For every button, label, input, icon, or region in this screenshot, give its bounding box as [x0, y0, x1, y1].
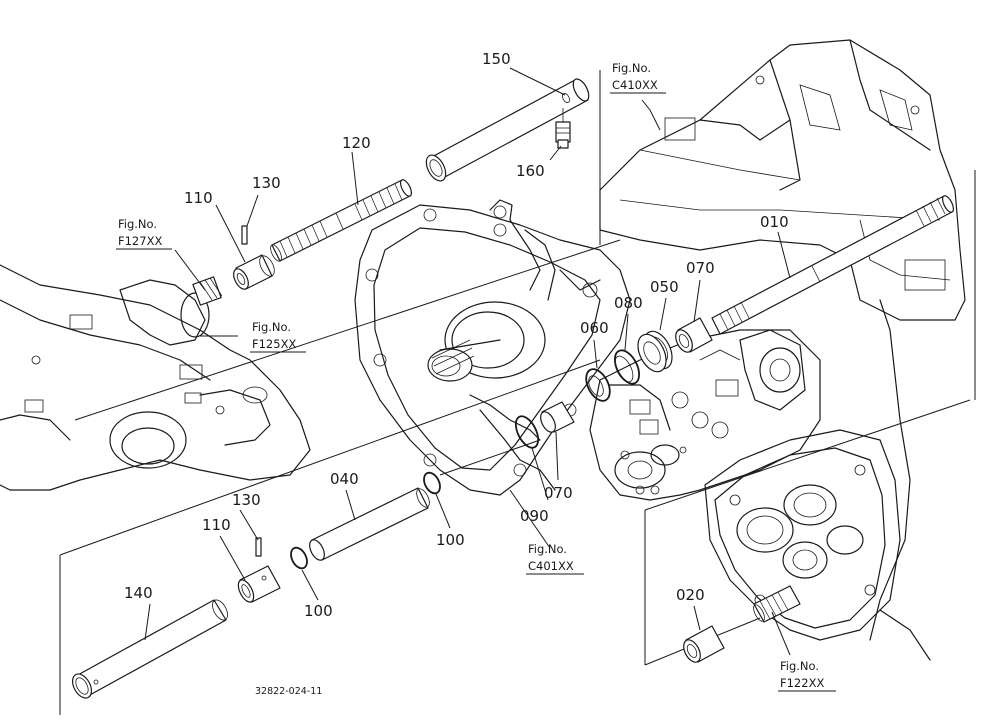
fig-code: F122XX — [780, 676, 824, 690]
label-130-top: 130 — [252, 174, 281, 192]
part-060-collar — [585, 368, 611, 402]
label-020: 020 — [676, 586, 705, 604]
part-140-tube — [71, 599, 228, 699]
label-040: 040 — [330, 470, 359, 488]
part-110-coupling-lower — [237, 565, 281, 603]
splined-stub — [753, 585, 801, 623]
label-160: 160 — [516, 162, 545, 180]
part-120-shaft — [270, 179, 413, 262]
label-110-lower: 110 — [202, 516, 231, 534]
label-150: 150 — [482, 50, 511, 68]
fig-code: C401XX — [528, 559, 574, 573]
front-housing — [704, 429, 931, 661]
drawing-code: 32822-024-11 — [255, 686, 322, 697]
part-130-pin-lower — [255, 537, 262, 557]
part-010-shaft — [711, 195, 955, 335]
label-100-left: 100 — [304, 602, 333, 620]
fig-ref-f122: Fig.No. F122XX — [778, 659, 836, 692]
part-040-pipe — [309, 487, 430, 561]
label-070-upper: 070 — [686, 259, 715, 277]
fig-label: Fig.No. — [612, 61, 651, 75]
fig-code: F125XX — [252, 337, 296, 351]
label-050: 050 — [650, 278, 679, 296]
fig-label: Fig.No. — [252, 320, 291, 334]
fig-label: Fig.No. — [780, 659, 819, 673]
part-130-pin-top — [241, 225, 248, 245]
label-110-top: 110 — [184, 189, 213, 207]
fig-label: Fig.No. — [118, 217, 157, 231]
part-160-plug — [555, 108, 571, 149]
fig-code: C410XX — [612, 78, 658, 92]
part-070-bushing-lower — [540, 401, 575, 433]
label-080: 080 — [614, 294, 643, 312]
fig-ref-f127: Fig.No. F127XX — [116, 217, 172, 250]
part-150-tube — [425, 78, 590, 182]
part-020-sleeve — [683, 625, 725, 663]
figure-references: Fig.No. C410XX Fig.No. F127XX Fig.No. F1… — [116, 61, 836, 692]
label-010: 010 — [760, 213, 789, 231]
valve-assembly — [589, 329, 821, 501]
part-110-coupling-top — [233, 254, 275, 290]
label-060: 060 — [580, 319, 609, 337]
part-labels: 150 120 130 110 160 010 070 050 080 060 … — [124, 50, 789, 620]
part-100-oring-right — [423, 471, 441, 495]
label-090: 090 — [520, 507, 549, 525]
fig-label: Fig.No. — [528, 542, 567, 556]
fig-ref-c410: Fig.No. C410XX — [610, 61, 666, 94]
clutch-housing — [354, 199, 631, 496]
label-070-lower: 070 — [544, 484, 573, 502]
part-070-bushing-upper — [675, 317, 713, 353]
transmission-case — [599, 39, 966, 641]
part-050-bearing — [637, 330, 673, 373]
label-130-lower: 130 — [232, 491, 261, 509]
part-080-ring — [614, 349, 640, 385]
part-100-oring-left — [290, 546, 308, 570]
fig-code: F127XX — [118, 234, 162, 248]
fig-ref-f125: Fig.No. F125XX — [250, 320, 306, 353]
leader-lines — [144, 67, 791, 656]
rear-housing — [0, 264, 311, 491]
fig-ref-c401: Fig.No. C401XX — [526, 542, 584, 575]
label-120: 120 — [342, 134, 371, 152]
label-140: 140 — [124, 584, 153, 602]
part-090-snap-ring — [514, 415, 540, 449]
label-100-right: 100 — [436, 531, 465, 549]
